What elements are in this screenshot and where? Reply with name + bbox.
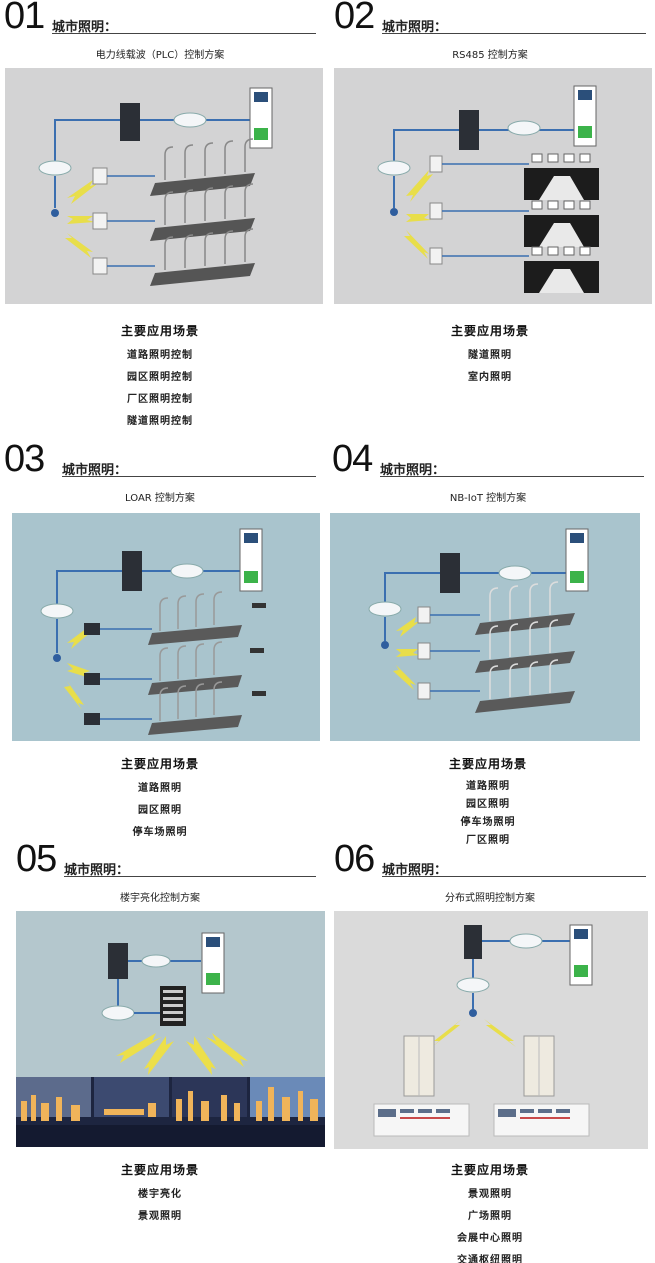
diagram-nbiot (330, 513, 640, 741)
section-number: 04 (332, 439, 372, 479)
scene-item: 广场照明 (330, 1206, 650, 1228)
application-scenes: 主要应用场景 隧道照明 室内照明 (330, 322, 650, 389)
section-number: 05 (16, 839, 56, 879)
scene-item: 道路照明控制 (0, 345, 320, 367)
diagram-plc (5, 68, 323, 304)
section-header: 05 城市照明： (0, 843, 320, 877)
header-rule (52, 33, 316, 34)
scenes-title: 主要应用场景 (0, 755, 320, 772)
scene-item: 园区照明控制 (0, 367, 320, 389)
header-rule (64, 876, 316, 877)
scenes-title: 主要应用场景 (330, 1161, 650, 1178)
application-scenes: 主要应用场景 道路照明 园区照明 停车场照明 厂区照明 (328, 755, 648, 850)
scene-item: 道路照明 (0, 778, 320, 800)
section-number: 03 (4, 439, 44, 479)
section-header: 02 城市照明： (330, 0, 650, 34)
section-number: 01 (4, 0, 44, 36)
header-rule (380, 476, 644, 477)
scene-item: 隧道照明 (330, 345, 650, 367)
scene-item: 园区照明 (0, 800, 320, 822)
diagram-building (16, 911, 325, 1147)
header-rule (382, 876, 646, 877)
section-subtitle: 电力线载波（PLC）控制方案 (0, 46, 320, 61)
scene-item: 景观照明 (0, 1206, 320, 1228)
section-header: 04 城市照明： (328, 443, 648, 477)
scene-item: 景观照明 (330, 1184, 650, 1206)
diagram-lora (12, 513, 320, 741)
section-header: 03 城市照明： (0, 443, 320, 477)
section-subtitle: RS485 控制方案 (330, 46, 650, 61)
scene-item: 楼宇亮化 (0, 1184, 320, 1206)
application-scenes: 主要应用场景 楼宇亮化 景观照明 (0, 1161, 320, 1228)
header-rule (62, 476, 316, 477)
section-subtitle: 楼宇亮化控制方案 (0, 889, 320, 904)
scenes-title: 主要应用场景 (328, 755, 648, 772)
section-subtitle: NB-IoT 控制方案 (328, 489, 648, 504)
application-scenes: 主要应用场景 道路照明 园区照明 停车场照明 (0, 755, 320, 844)
scenes-title: 主要应用场景 (330, 322, 650, 339)
scene-item: 隧道照明控制 (0, 411, 320, 433)
scene-item: 会展中心照明 (330, 1228, 650, 1250)
scene-item: 园区照明 (328, 796, 648, 814)
section-header: 01 城市照明： (0, 0, 320, 34)
header-rule (382, 33, 646, 34)
scene-item: 道路照明 (328, 778, 648, 796)
scene-item: 停车场照明 (328, 814, 648, 832)
application-scenes: 主要应用场景 道路照明控制 园区照明控制 厂区照明控制 隧道照明控制 (0, 322, 320, 433)
scenes-title: 主要应用场景 (0, 1161, 320, 1178)
section-subtitle: 分布式照明控制方案 (330, 889, 650, 904)
section-header: 06 城市照明： (330, 843, 650, 877)
diagram-distributed (334, 911, 648, 1149)
diagram-rs485 (334, 68, 652, 304)
scene-item: 厂区照明控制 (0, 389, 320, 411)
scene-item: 室内照明 (330, 367, 650, 389)
scenes-title: 主要应用场景 (0, 322, 320, 339)
scene-item: 交通枢纽照明 (330, 1250, 650, 1263)
application-scenes: 主要应用场景 景观照明 广场照明 会展中心照明 交通枢纽照明 (330, 1161, 650, 1263)
section-number: 02 (334, 0, 374, 36)
section-subtitle: LOAR 控制方案 (0, 489, 320, 504)
section-number: 06 (334, 839, 374, 879)
